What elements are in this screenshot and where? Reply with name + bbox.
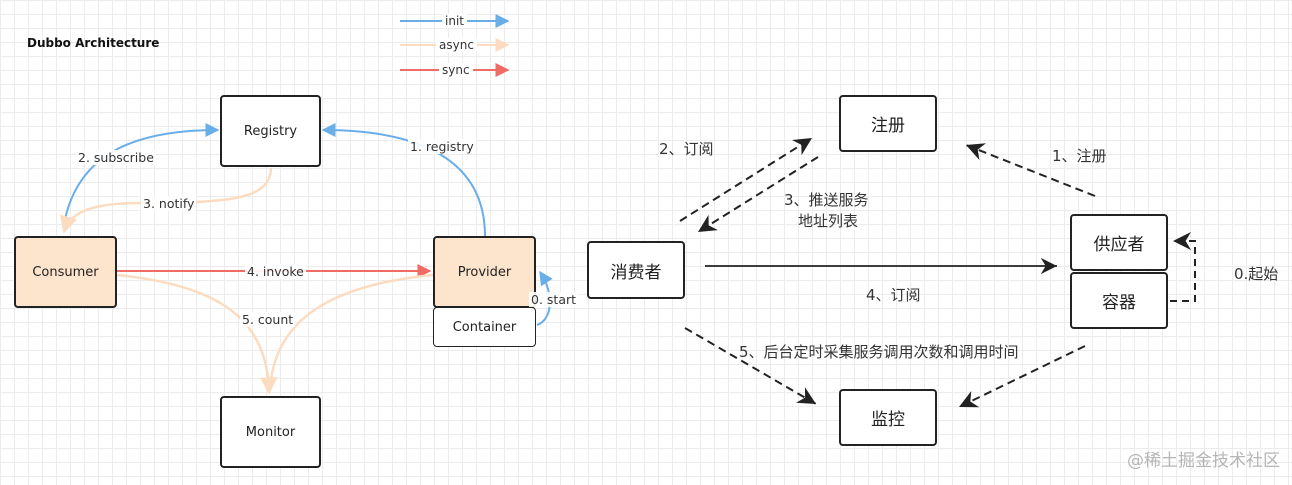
- diagram-title: Dubbo Architecture: [27, 36, 160, 50]
- container-cn-node: 容器: [1070, 272, 1168, 329]
- count-arrow-consumer: [116, 273, 278, 395]
- invoke-label: 4. invoke: [245, 264, 306, 279]
- subscribe-cn-label: 2、订阅: [659, 140, 714, 158]
- invoke-cn-label: 4、订阅: [866, 286, 921, 304]
- legend-async-label: async: [436, 38, 477, 52]
- legend-init-label: init: [442, 14, 467, 28]
- subscribe-arrow: [63, 123, 220, 225]
- push-dashed-arrow: [697, 156, 819, 233]
- register-cn-label: 1、注册: [1052, 147, 1107, 165]
- watermark: @稀土掘金技术社区: [1127, 451, 1280, 471]
- count-arrow-provider: [268, 273, 434, 391]
- push-cn-label-line2: 地址列表: [798, 212, 859, 230]
- collect-cn-label: 5、后台定时采集服务调用次数和调用时间: [739, 343, 1019, 361]
- registry-node: Registry: [220, 95, 321, 167]
- provider-cn-node: 供应者: [1070, 214, 1168, 271]
- start-label: 0. start: [529, 292, 579, 307]
- provider-node: Provider: [433, 236, 536, 308]
- collect-consumer-dashed-arrow: [684, 327, 817, 405]
- subscribe-label: 2. subscribe: [76, 150, 156, 165]
- notify-label: 3. notify: [141, 196, 197, 211]
- collect-provider-dashed-arrow: [958, 345, 1086, 408]
- start-dashed-arrow: [1170, 232, 1196, 302]
- registry-arrow: [321, 123, 486, 237]
- push-cn-label-line1: 3、推送服务: [784, 191, 869, 209]
- count-label: 5. count: [240, 312, 296, 327]
- monitor-cn-node: 监控: [839, 389, 937, 446]
- monitor-node: Monitor: [220, 396, 321, 468]
- consumer-cn-node: 消费者: [587, 241, 685, 299]
- register-dashed-arrow: [965, 143, 1096, 197]
- registry-label: 1. registry: [408, 139, 476, 154]
- start-cn-label: 0.起始: [1234, 265, 1279, 283]
- register-node: 注册: [839, 95, 937, 152]
- legend-sync-label: sync: [439, 63, 473, 77]
- consumer-node: Consumer: [14, 236, 117, 308]
- container-node: Container: [433, 307, 536, 347]
